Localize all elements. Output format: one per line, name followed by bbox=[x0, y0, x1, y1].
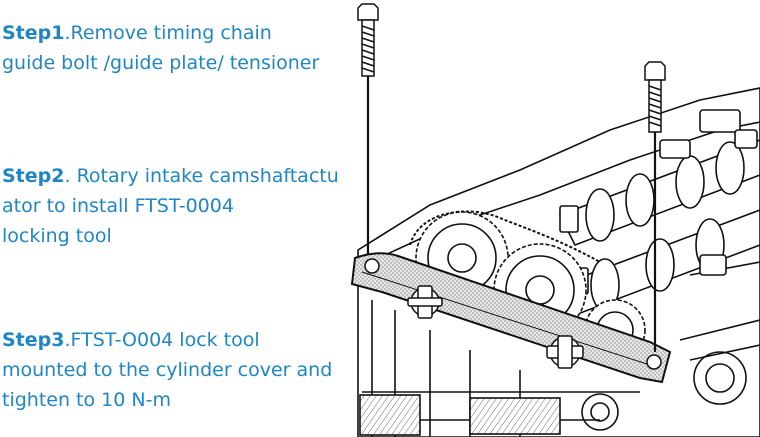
step-2-label: Step2 bbox=[2, 165, 65, 187]
step-1-line-2: guide bolt /guide plate/ tensioner bbox=[2, 52, 320, 74]
step-1-text: Step1.Remove timing chain guide bolt /gu… bbox=[2, 18, 319, 78]
bolt-left bbox=[357, 3, 379, 254]
step-3-line-1: .FTST-O004 lock tool bbox=[64, 329, 260, 351]
instruction-steps: Step1.Remove timing chain guide bolt /gu… bbox=[0, 0, 360, 437]
step-3-text: Step3.FTST-O004 lock tool mounted to the… bbox=[2, 325, 332, 415]
step-2-text: Step2. Rotary intake camshaftactu ator t… bbox=[2, 161, 339, 251]
step-1-line-1: .Remove timing chain bbox=[64, 22, 272, 44]
step-2-line-3: locking tool bbox=[2, 225, 112, 247]
step-3-label: Step3 bbox=[2, 329, 65, 351]
bolt-right bbox=[644, 61, 666, 352]
step-2-line-2: ator to install FTST-0004 bbox=[2, 195, 234, 217]
step-2-line-1: . Rotary intake camshaftactu bbox=[64, 165, 339, 187]
camshafts bbox=[558, 109, 760, 317]
tool-slot-left bbox=[407, 285, 443, 319]
step-3-line-2: mounted to the cylinder cover and bbox=[2, 359, 333, 381]
step-3-line-3: tighten to 10 N-m bbox=[2, 389, 171, 411]
step-1-label: Step1 bbox=[2, 22, 65, 44]
tool-slot-right bbox=[546, 335, 584, 369]
locking-tool-plate bbox=[350, 252, 672, 384]
